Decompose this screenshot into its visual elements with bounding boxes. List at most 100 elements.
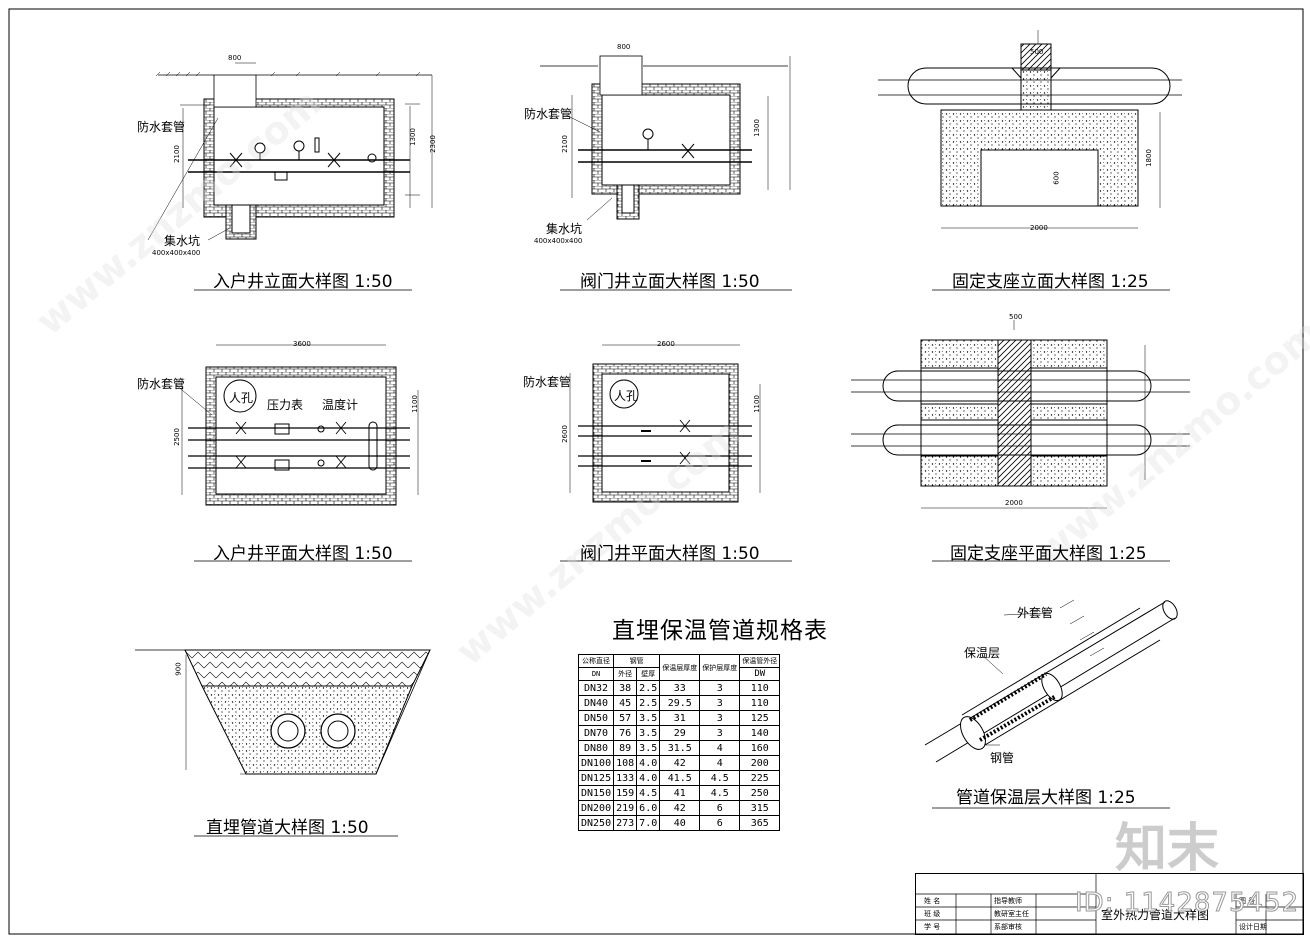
caption-inlet-well-elevation: 入户井立面大样图 1:50 [213,272,393,292]
buried-pipe-section [135,649,431,775]
inlet-well-plan [175,344,419,506]
tb-cell: 设计日期 [1239,923,1267,931]
table-cell: 4.5 [699,785,741,801]
tb-cell: 指导教师 [994,897,1022,905]
table-cell: DN80 [577,740,615,756]
pipe-insulation-detail [924,599,1178,763]
dim-text: 2500 [172,428,181,446]
dim-text: 1300 [752,119,761,137]
valve-well-plan [569,344,761,503]
dim-text: 800 [228,54,242,62]
label-sump: 集水坑 [546,222,583,236]
table-cell: DN70 [577,725,615,741]
table-cell: DN150 [577,785,615,801]
spec-table: 公称直径 钢管 保温层厚度 保护层厚度 保温管外径 DN 外径 壁厚 DW DN… [577,654,781,831]
table-cell: 3.5 [636,725,661,741]
label-manhole: 人孔 [614,389,639,403]
dim-text: 800 [617,43,631,51]
tb-cell: 班 级 [924,910,941,918]
table-cell: 3.5 [636,740,661,756]
caption-fixed-support-elevation: 固定支座立面大样图 1:25 [952,272,1149,292]
fixed-support-elevation [878,30,1182,229]
dim-text: 2100 [172,145,181,163]
tb-cell: 图 号 [1239,897,1256,905]
drawing-title: 室外热力管道大样图 [1101,908,1210,922]
table-cell: 89 [613,740,638,756]
label-steel-pipe: 钢管 [990,751,1015,765]
table-cell: 108 [613,755,638,771]
caption-valve-well-elevation: 阀门井立面大样图 1:50 [580,272,760,292]
table-header: 壁厚 [636,667,661,681]
tb-cell: 系部审核 [994,923,1022,931]
dim-text: 3600 [293,340,311,348]
caption-valve-well-plan: 阀门井平面大样图 1:50 [580,544,760,564]
label-waterproof-sleeve: 防水套管 [524,107,573,121]
table-cell: 6 [699,800,741,816]
table-cell: 3 [699,725,741,741]
label-manhole: 人孔 [229,391,254,405]
dim-text: 600 [1052,171,1061,185]
table-cell: 225 [739,770,781,786]
table-cell: DN125 [577,770,615,786]
table-cell: 315 [739,800,781,816]
table-cell: 41 [659,785,701,801]
table-cell: 273 [613,815,638,831]
table-cell: 3 [699,695,741,711]
table-cell: 29 [659,725,701,741]
dim-text: 2000 [1030,224,1048,232]
table-cell: 250 [739,785,781,801]
label-thermometer: 温度计 [322,398,359,412]
dim-text: 2000 [1005,499,1023,507]
table-cell: 133 [613,770,638,786]
table-cell: 29.5 [659,695,701,711]
table-cell: 2.5 [636,695,661,711]
tb-cell: 姓 名 [924,897,941,905]
table-cell: 31.5 [659,740,701,756]
table-cell: 160 [739,740,781,756]
label-waterproof-sleeve: 防水套管 [137,377,186,391]
watermark-id: ID: 1142875452 [1074,888,1300,919]
table-cell: DN32 [577,680,615,696]
spec-table-title: 直埋保温管道规格表 [612,618,828,644]
table-header: 保护层厚度 [699,654,741,681]
table-cell: 76 [613,725,638,741]
table-cell: 45 [613,695,638,711]
dim-text: 1300 [408,128,417,146]
table-header: 钢管 [613,654,661,668]
table-header: DN [577,667,615,681]
table-cell: 3 [699,710,741,726]
dim-text: 900 [174,662,183,676]
dim-text: 500 [1030,48,1044,56]
label-outer-sleeve: 外套管 [1017,606,1054,620]
dim-text: 1100 [752,395,761,413]
table-cell: DN40 [577,695,615,711]
table-cell: 38 [613,680,638,696]
table-cell: 6.0 [636,800,661,816]
table-header: 保温层厚度 [659,654,701,681]
dim-text: 2600 [657,340,675,348]
table-cell: 140 [739,725,781,741]
dim-text: 2600 [560,425,569,443]
table-cell: 57 [613,710,638,726]
table-header: 公称直径 [577,654,615,668]
dim-text: 1800 [1144,149,1153,167]
table-cell: 4 [699,740,741,756]
fixed-support-plan [851,320,1190,509]
caption-insulation: 管道保温层大样图 1:25 [956,788,1136,808]
label-pressure-gauge: 压力表 [267,398,304,412]
table-cell: 41.5 [659,770,701,786]
table-cell: DN200 [577,800,615,816]
tb-cell: 学 号 [924,923,941,931]
table-cell: 6 [699,815,741,831]
label-sump-size: 400x400x400 [152,249,201,257]
table-cell: 2.5 [636,680,661,696]
table-cell: 40 [659,815,701,831]
table-cell: 219 [613,800,638,816]
